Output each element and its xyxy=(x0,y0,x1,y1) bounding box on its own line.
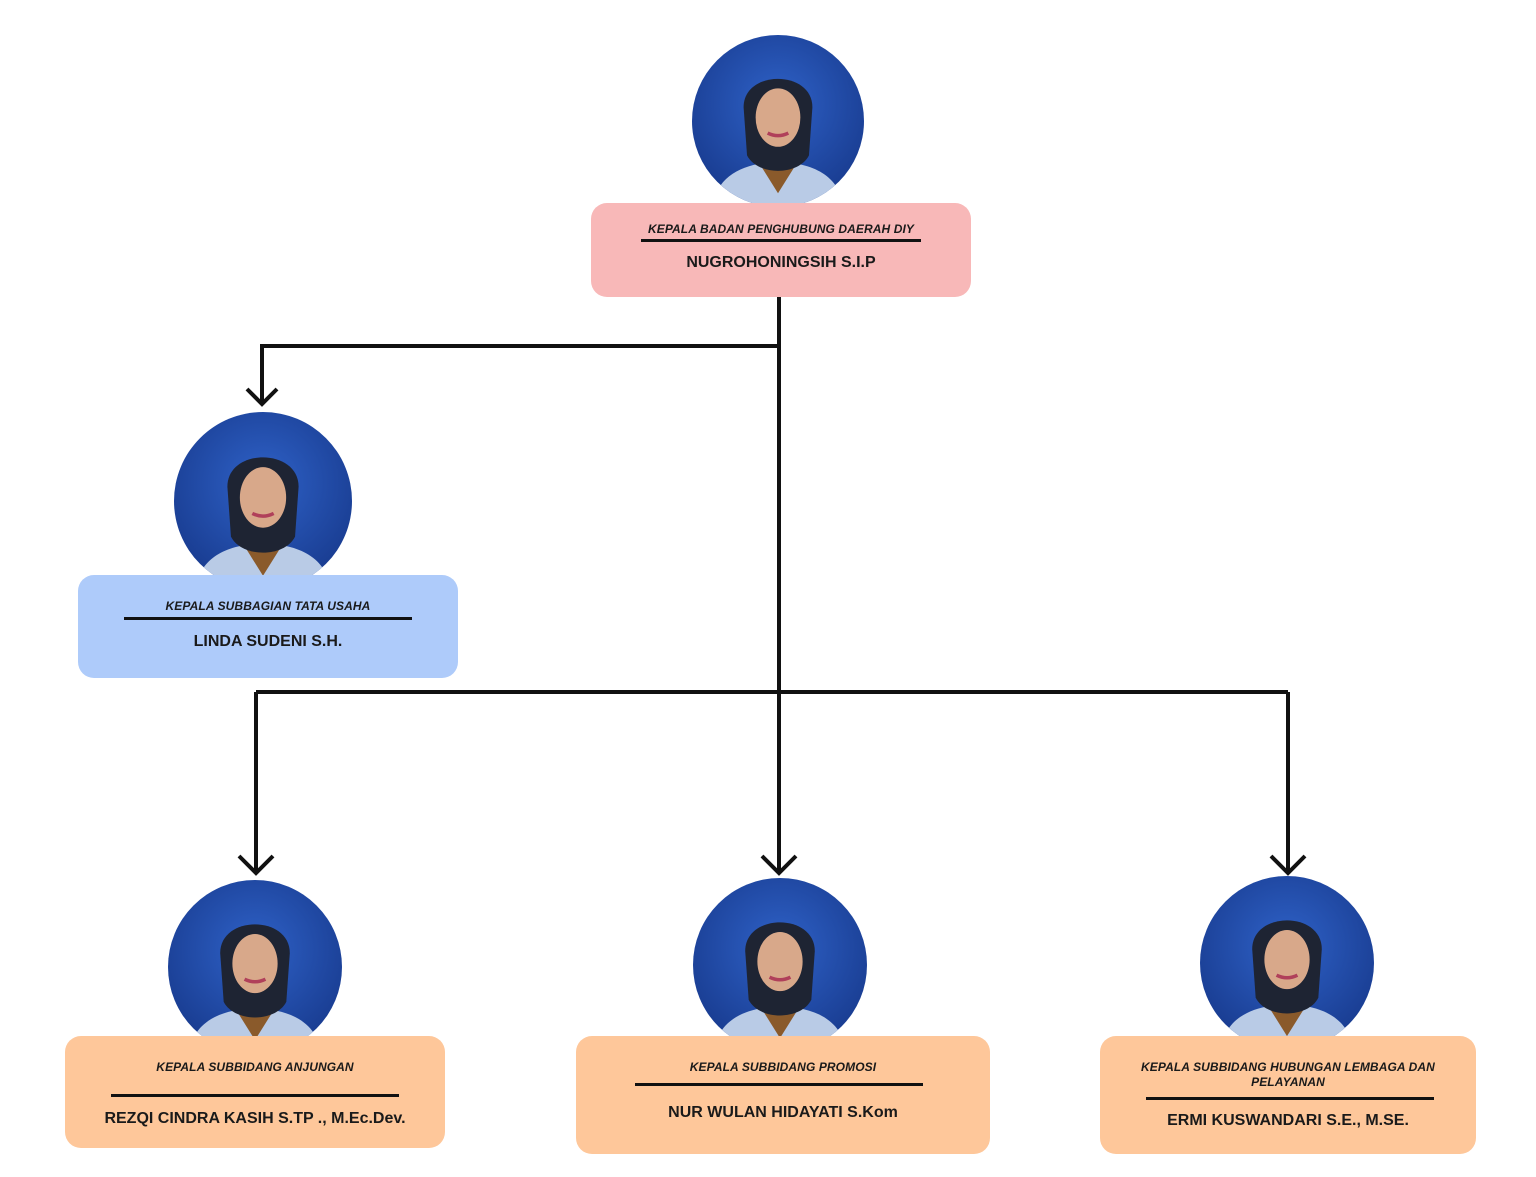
anjungan-role-divider xyxy=(111,1094,399,1097)
hubungan-role-divider xyxy=(1146,1097,1434,1100)
head-photo xyxy=(692,35,864,207)
promosi-role: KEPALA SUBBIDANG PROMOSI xyxy=(689,1060,877,1074)
connector-to-admin xyxy=(260,344,779,404)
person-photo-icon xyxy=(692,35,864,207)
admin-card: KEPALA SUBBAGIAN TATA USAHA LINDA SUDENI… xyxy=(78,575,458,678)
hubungan-photo xyxy=(1200,876,1374,1050)
promosi-name: NUR WULAN HIDAYATI S.Kom xyxy=(668,1104,898,1121)
anjungan-name: REZQI CINDRA KASIH S.TP ., M.Ec.Dev. xyxy=(104,1110,406,1127)
arrowhead-hubungan xyxy=(1269,854,1307,876)
person-photo-icon xyxy=(1200,876,1374,1050)
head-role-divider xyxy=(641,239,921,242)
person-photo-icon xyxy=(168,880,342,1054)
promosi-photo xyxy=(693,878,867,1052)
hubungan-name: ERMI KUSWANDARI S.E., M.SE. xyxy=(1167,1112,1409,1129)
anjungan-photo xyxy=(168,880,342,1054)
person-photo-icon xyxy=(174,412,352,590)
hubungan-role: KEPALA SUBBIDANG HUBUNGAN LEMBAGA DAN PE… xyxy=(1141,1060,1435,1089)
promosi-card: KEPALA SUBBIDANG PROMOSI NUR WULAN HIDAY… xyxy=(576,1036,990,1154)
person-photo-icon xyxy=(693,878,867,1052)
head-name: NUGROHONINGSIH S.I.P xyxy=(686,254,876,271)
arrowhead-admin xyxy=(245,387,279,407)
hubungan-card: KEPALA SUBBIDANG HUBUNGAN LEMBAGA DAN PE… xyxy=(1100,1036,1476,1154)
anjungan-card: KEPALA SUBBIDANG ANJUNGAN REZQI CINDRA K… xyxy=(65,1036,445,1148)
admin-role: KEPALA SUBBAGIAN TATA USAHA xyxy=(165,599,371,613)
promosi-role-divider xyxy=(635,1083,923,1086)
admin-name: LINDA SUDENI S.H. xyxy=(193,633,343,650)
arrowhead-anjungan xyxy=(237,854,275,876)
head-card: KEPALA BADAN PENGHUBUNG DAERAH DIY NUGRO… xyxy=(591,203,971,297)
arrowhead-promosi xyxy=(760,854,798,876)
anjungan-role: KEPALA SUBBIDANG ANJUNGAN xyxy=(156,1060,354,1074)
head-role: KEPALA BADAN PENGHUBUNG DAERAH DIY xyxy=(647,222,915,236)
admin-role-divider xyxy=(124,617,412,620)
admin-photo xyxy=(174,412,352,590)
